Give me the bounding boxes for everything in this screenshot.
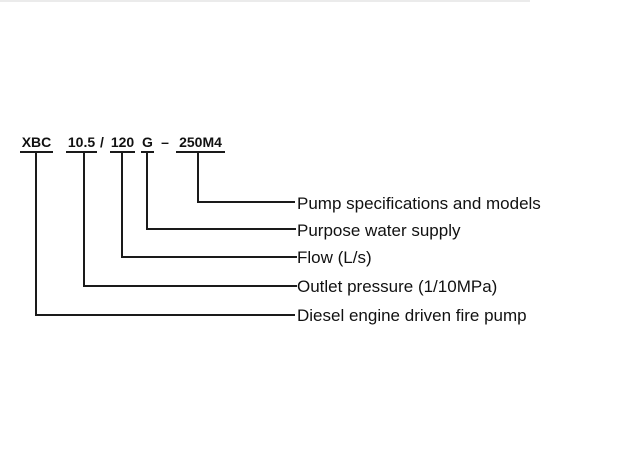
top-edge-line [0, 0, 530, 2]
code-segment-purpose: G [141, 134, 154, 153]
label-outlet-pressure: Outlet pressure (1/10MPa) [297, 277, 498, 296]
connector-purpose [146, 152, 296, 230]
connector-flow [121, 152, 297, 258]
code-segment-pump-type: XBC [20, 134, 53, 153]
label-diesel: Diesel engine driven fire pump [297, 306, 527, 325]
connector-outlet-pressure [83, 152, 297, 287]
code-segment-flow: 120 [110, 134, 135, 153]
connector-pump-spec [197, 152, 295, 203]
code-segment-spec: 250M4 [176, 134, 225, 153]
connector-diesel [35, 152, 295, 316]
code-segment-outlet-pressure: 10.5 [66, 134, 97, 153]
code-separator-dash: – [161, 134, 169, 150]
label-flow: Flow (L/s) [297, 248, 372, 267]
label-purpose: Purpose water supply [297, 221, 461, 240]
code-separator-slash: / [100, 134, 104, 150]
label-pump-spec: Pump specifications and models [297, 194, 541, 213]
